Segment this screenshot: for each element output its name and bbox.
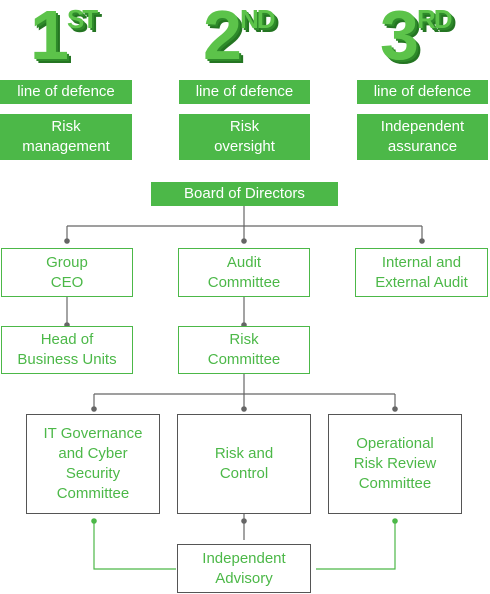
second-defence-number: 2ND — [203, 0, 275, 74]
it-governance-committee-box: IT Governance and Cyber Security Committ… — [26, 414, 160, 514]
audit-committee-box: Audit Committee — [178, 248, 310, 297]
internal-external-audit-box: Internal and External Audit — [355, 248, 488, 297]
third-defence-number: 3RD — [380, 0, 452, 74]
independent-advisory-box: Independent Advisory — [177, 544, 311, 593]
group-ceo-box: Group CEO — [1, 248, 133, 297]
third-defence-label: line of defence — [357, 80, 488, 104]
board-of-directors-box: Board of Directors — [151, 182, 338, 206]
first-defence-number: 1ST — [30, 0, 98, 74]
first-defence-role: Risk management — [0, 114, 132, 160]
second-defence-role: Risk oversight — [179, 114, 310, 160]
second-defence-label: line of defence — [179, 80, 310, 104]
operational-risk-review-committee-box: Operational Risk Review Committee — [328, 414, 462, 514]
head-of-business-units-box: Head of Business Units — [1, 326, 133, 374]
risk-committee-box: Risk Committee — [178, 326, 310, 374]
risk-and-control-box: Risk and Control — [177, 414, 311, 514]
third-defence-role: Independent assurance — [357, 114, 488, 160]
first-defence-label: line of defence — [0, 80, 132, 104]
